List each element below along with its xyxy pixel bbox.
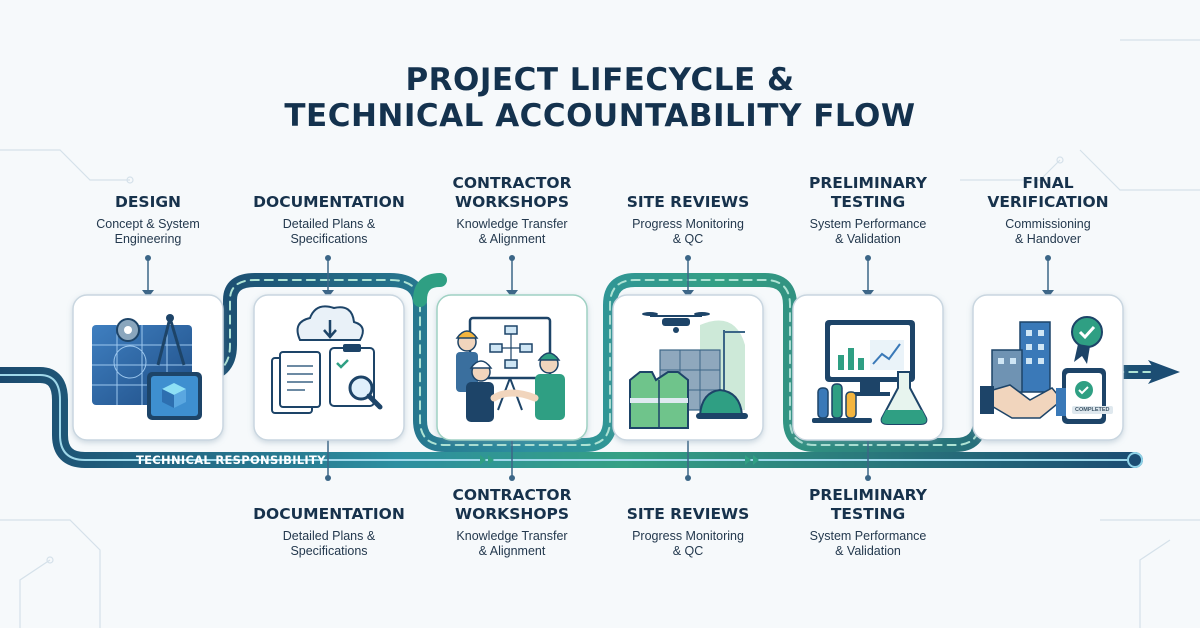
technical-responsibility-label: TECHNICAL RESPONSIBILITY xyxy=(136,453,326,467)
bottom-heading: SITE REVIEWS xyxy=(626,505,750,523)
bottom-sub-1: Detailed Plans & xyxy=(282,529,376,543)
top-sub-2: & Alignment xyxy=(478,232,546,246)
documents-magnifier-icon xyxy=(271,305,383,414)
circuit-decoration xyxy=(0,39,1200,628)
band-end-node-icon xyxy=(1127,452,1143,468)
building-handshake-icon xyxy=(980,316,1106,424)
top-sub-2: Engineering xyxy=(114,232,182,246)
bottom-label-workshops: CONTRACTOR WORKSHOPS Knowledge Transfer … xyxy=(422,486,602,559)
bottom-sub-2: & Validation xyxy=(835,544,901,558)
bottom-heading: PRELIMINARY TESTING xyxy=(809,486,927,523)
arrow-head-icon xyxy=(1148,360,1180,384)
workshop-handshake-icon xyxy=(455,316,565,422)
bottom-label-documentation: DOCUMENTATION Detailed Plans & Specifica… xyxy=(239,505,419,559)
bottom-sub-2: Specifications xyxy=(290,544,368,558)
title-line-1: PROJECT LIFECYCLE & xyxy=(405,62,795,98)
bottom-sub-1: Progress Monitoring xyxy=(632,529,744,543)
top-sub-1: Commissioning xyxy=(1005,217,1091,231)
chevron-marks xyxy=(480,455,759,465)
top-sub-2: & Handover xyxy=(1014,232,1081,246)
bottom-heading: CONTRACTOR WORKSHOPS xyxy=(452,486,572,523)
top-sub-2: & QC xyxy=(672,232,704,246)
top-sub-1: System Performance xyxy=(809,217,927,231)
top-label-documentation: DOCUMENTATION Detailed Plans & Specifica… xyxy=(239,193,419,247)
top-sub-2: & Validation xyxy=(835,232,901,246)
bottom-sub-2: & Alignment xyxy=(478,544,546,558)
top-label-site-reviews: SITE REVIEWS Progress Monitoring & QC xyxy=(598,193,778,247)
bottom-sub-1: Knowledge Transfer xyxy=(456,529,568,543)
lab-monitor-icon xyxy=(812,320,928,425)
bottom-heading: DOCUMENTATION xyxy=(253,505,405,523)
bottom-sub-2: & QC xyxy=(672,544,704,558)
top-label-workshops: CONTRACTOR WORKSHOPS Knowledge Transfer … xyxy=(422,174,602,247)
top-heading: CONTRACTOR WORKSHOPS xyxy=(452,174,572,211)
top-heading: PRELIMINARY TESTING xyxy=(809,174,927,211)
connector-stems xyxy=(147,258,1049,478)
top-heading: DOCUMENTATION xyxy=(253,193,405,211)
bottom-label-testing: PRELIMINARY TESTING System Performance &… xyxy=(778,486,958,559)
top-sub-2: Specifications xyxy=(290,232,368,246)
top-sub-1: Progress Monitoring xyxy=(632,217,744,231)
top-label-testing: PRELIMINARY TESTING System Performance &… xyxy=(778,174,958,247)
top-heading: FINAL VERIFICATION xyxy=(987,174,1109,211)
blueprint-compass-icon xyxy=(92,314,202,420)
bottom-label-site-reviews: SITE REVIEWS Progress Monitoring & QC xyxy=(598,505,778,559)
top-label-final-verification: FINAL VERIFICATION Commissioning & Hando… xyxy=(958,174,1138,247)
drone-construction-icon xyxy=(629,312,748,429)
flow-band xyxy=(0,273,1157,468)
top-sub-1: Detailed Plans & xyxy=(282,217,376,231)
top-heading: SITE REVIEWS xyxy=(626,193,750,211)
bottom-sub-1: System Performance xyxy=(809,529,927,543)
top-sub-1: Concept & System xyxy=(96,217,200,231)
completed-chip: COMPLETED xyxy=(1072,406,1113,414)
top-label-design: DESIGN Concept & System Engineering xyxy=(58,193,238,247)
title-line-2: TECHNICAL ACCOUNTABILITY FLOW xyxy=(284,98,916,134)
top-heading: DESIGN xyxy=(114,193,182,211)
top-sub-1: Knowledge Transfer xyxy=(456,217,568,231)
